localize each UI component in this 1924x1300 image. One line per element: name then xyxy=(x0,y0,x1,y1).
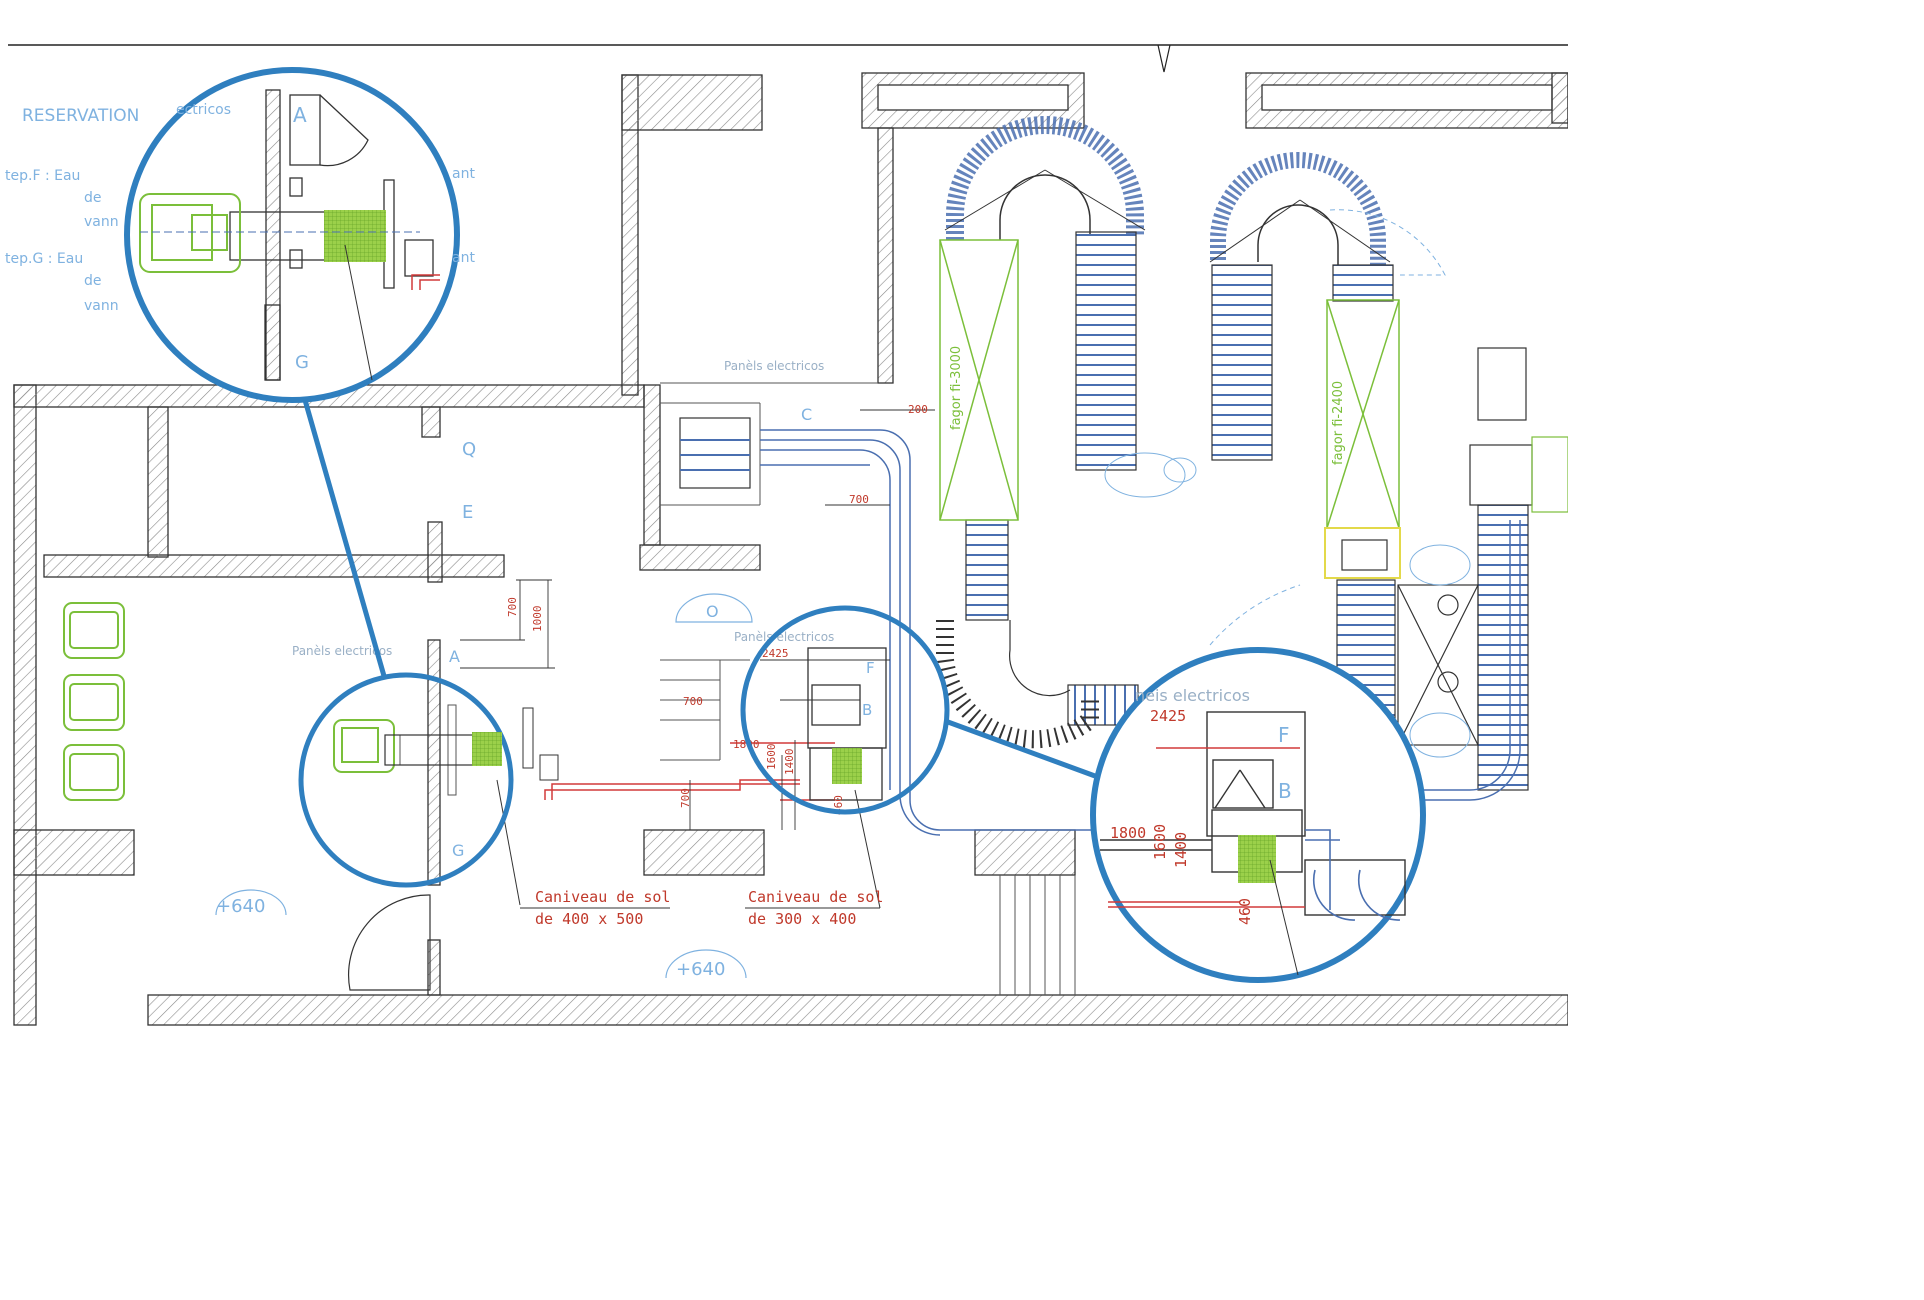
dim-200: 200 xyxy=(908,403,928,416)
channel-2-line-1: Caniveau de sol xyxy=(748,888,883,906)
green-filter-mid xyxy=(832,748,862,784)
legend-line-2: de xyxy=(84,190,102,206)
dim-700-mid: 700 xyxy=(683,695,703,708)
legend-line-6: vann xyxy=(84,298,119,314)
dim-700-vertical: 700 xyxy=(506,597,519,617)
zoom-4-panel-label: neis electricos xyxy=(1135,686,1250,705)
washer-units xyxy=(63,602,125,801)
floor-plan: RESERVATION tep.F : Eau de vann tep.G : … xyxy=(5,44,1568,1026)
right-machine xyxy=(1397,347,1568,791)
zoom-callout-top-left: A G ectricos ant ant xyxy=(124,67,475,403)
legend-title: RESERVATION xyxy=(22,106,139,126)
dim-2425: 2425 xyxy=(762,647,789,660)
room-label-c: C xyxy=(801,405,812,424)
ironer-arches xyxy=(944,116,1391,265)
legend-line-3: vann xyxy=(84,214,119,230)
legend-line-4: tep.G : Eau xyxy=(5,251,83,267)
zoom-1-label-a: A xyxy=(293,103,307,127)
zoom-1-fragment-1: ant xyxy=(452,166,475,182)
channel-1-line-2: de 400 x 500 xyxy=(535,910,643,928)
zoom-4-label-f: F xyxy=(1278,723,1290,747)
cabinet-group xyxy=(679,417,751,489)
dimension-lines xyxy=(460,409,935,830)
zoom-target-small xyxy=(298,672,559,888)
operator-figures xyxy=(1104,452,1471,758)
dim-700-top: 700 xyxy=(849,493,869,506)
zoom-target-mid xyxy=(740,605,950,815)
room-label-g: G xyxy=(452,841,464,860)
zoom-4-dim-1400: 1400 xyxy=(1172,832,1190,868)
zoom-4-dim-2425: 2425 xyxy=(1150,707,1186,725)
u-conveyor xyxy=(936,620,1099,749)
dim-1000: 1000 xyxy=(531,606,544,633)
zoom-4-dim-1800: 1800 xyxy=(1110,824,1146,842)
level-label-2: +640 xyxy=(676,959,725,980)
swing-arc-2 xyxy=(1209,584,1301,646)
panel-label-1: Panèls electricos xyxy=(724,359,824,373)
channel-1-line-1: Caniveau de sol xyxy=(535,888,670,906)
zoom-4-dim-460: 460 xyxy=(1236,898,1254,925)
zoom-1-label-g: G xyxy=(295,352,309,373)
u-conveyor-inner xyxy=(1009,620,1071,697)
level-mark-2 xyxy=(665,949,747,979)
fagor-ironer-1 xyxy=(939,239,1019,521)
level-mark-1 xyxy=(215,889,287,916)
dim-700-lower: 700 xyxy=(679,788,692,808)
folder-unit-inner xyxy=(1341,539,1388,571)
room-label-a: A xyxy=(449,647,460,666)
door-swing xyxy=(347,894,431,991)
room-label-b: B xyxy=(862,701,872,719)
callout-link-2 xyxy=(947,719,1096,779)
channel-2-line-2: de 300 x 400 xyxy=(748,910,856,928)
room-outlines xyxy=(660,382,1076,995)
room-label-o: O xyxy=(706,602,719,621)
walls xyxy=(13,72,1568,1026)
north-marker xyxy=(1157,44,1171,73)
zoom-1-fragment-2: ant xyxy=(452,250,475,266)
fagor-label-2: fagor fi-2400 xyxy=(1331,381,1346,465)
swing-arc-1 xyxy=(1329,209,1446,276)
folder-unit xyxy=(1324,527,1401,579)
callout-link-1 xyxy=(302,399,387,677)
legend-line-5: de xyxy=(84,273,102,289)
fagor-label-1: fagor fi-3000 xyxy=(949,346,964,430)
dim-1400: 1400 xyxy=(783,749,796,776)
room-label-e: E xyxy=(462,502,473,523)
panel-label-2: Panèls electricos xyxy=(292,644,392,658)
legend-line-1: tep.F : Eau xyxy=(5,168,80,184)
level-label-1: +640 xyxy=(216,896,265,917)
zoom-4-dim-1600: 1600 xyxy=(1151,824,1169,860)
panel-label-3: Panèls electricos xyxy=(734,630,834,644)
zoom-1-legend-suffix: ectricos xyxy=(176,102,231,118)
room-label-f: F xyxy=(866,659,875,677)
room-label-q: Q xyxy=(462,439,476,460)
zoom-callout-bottom-right: neis electricos F B 2425 1800 1600 1400 … xyxy=(1090,647,1426,983)
room-o-mark xyxy=(675,593,753,623)
zoom-4-label-b: B xyxy=(1278,779,1292,803)
dim-1600: 1600 xyxy=(765,744,778,771)
